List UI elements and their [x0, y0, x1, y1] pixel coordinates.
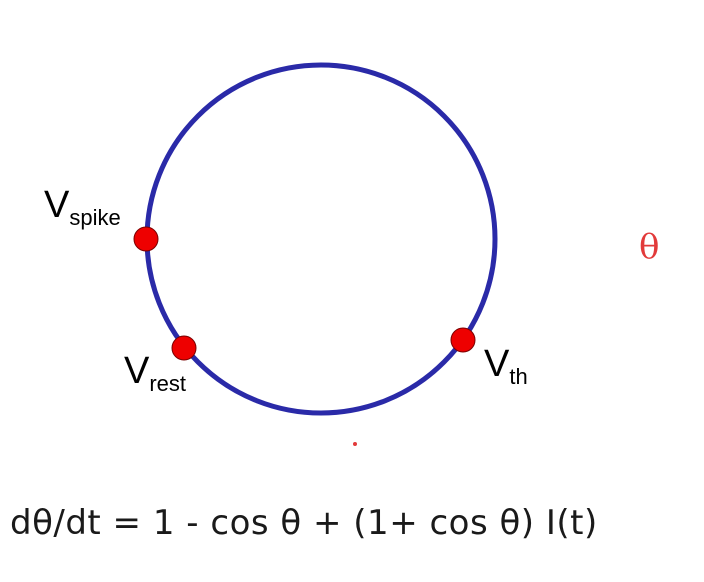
spike-label-sub: spike	[69, 205, 120, 230]
pen-dot	[353, 442, 357, 446]
spike-label-main: V	[44, 184, 70, 226]
rest-label: Vrest	[124, 350, 186, 396]
threshold-point	[450, 327, 476, 353]
rest-label-main: V	[124, 350, 150, 392]
threshold-label: Vth	[484, 343, 528, 389]
phase-circle	[144, 62, 498, 416]
rest-label-sub: rest	[149, 371, 186, 396]
theta-neuron-equation: dθ/dt = 1 - cos θ + (1+ cos θ) I(t)	[10, 503, 598, 543]
spike-label: Vspike	[44, 184, 121, 230]
threshold-label-sub: th	[509, 364, 527, 389]
rest-point	[171, 335, 197, 361]
theta-annotation: θ	[639, 227, 659, 267]
spike-point	[133, 226, 159, 252]
threshold-label-main: V	[484, 343, 510, 385]
